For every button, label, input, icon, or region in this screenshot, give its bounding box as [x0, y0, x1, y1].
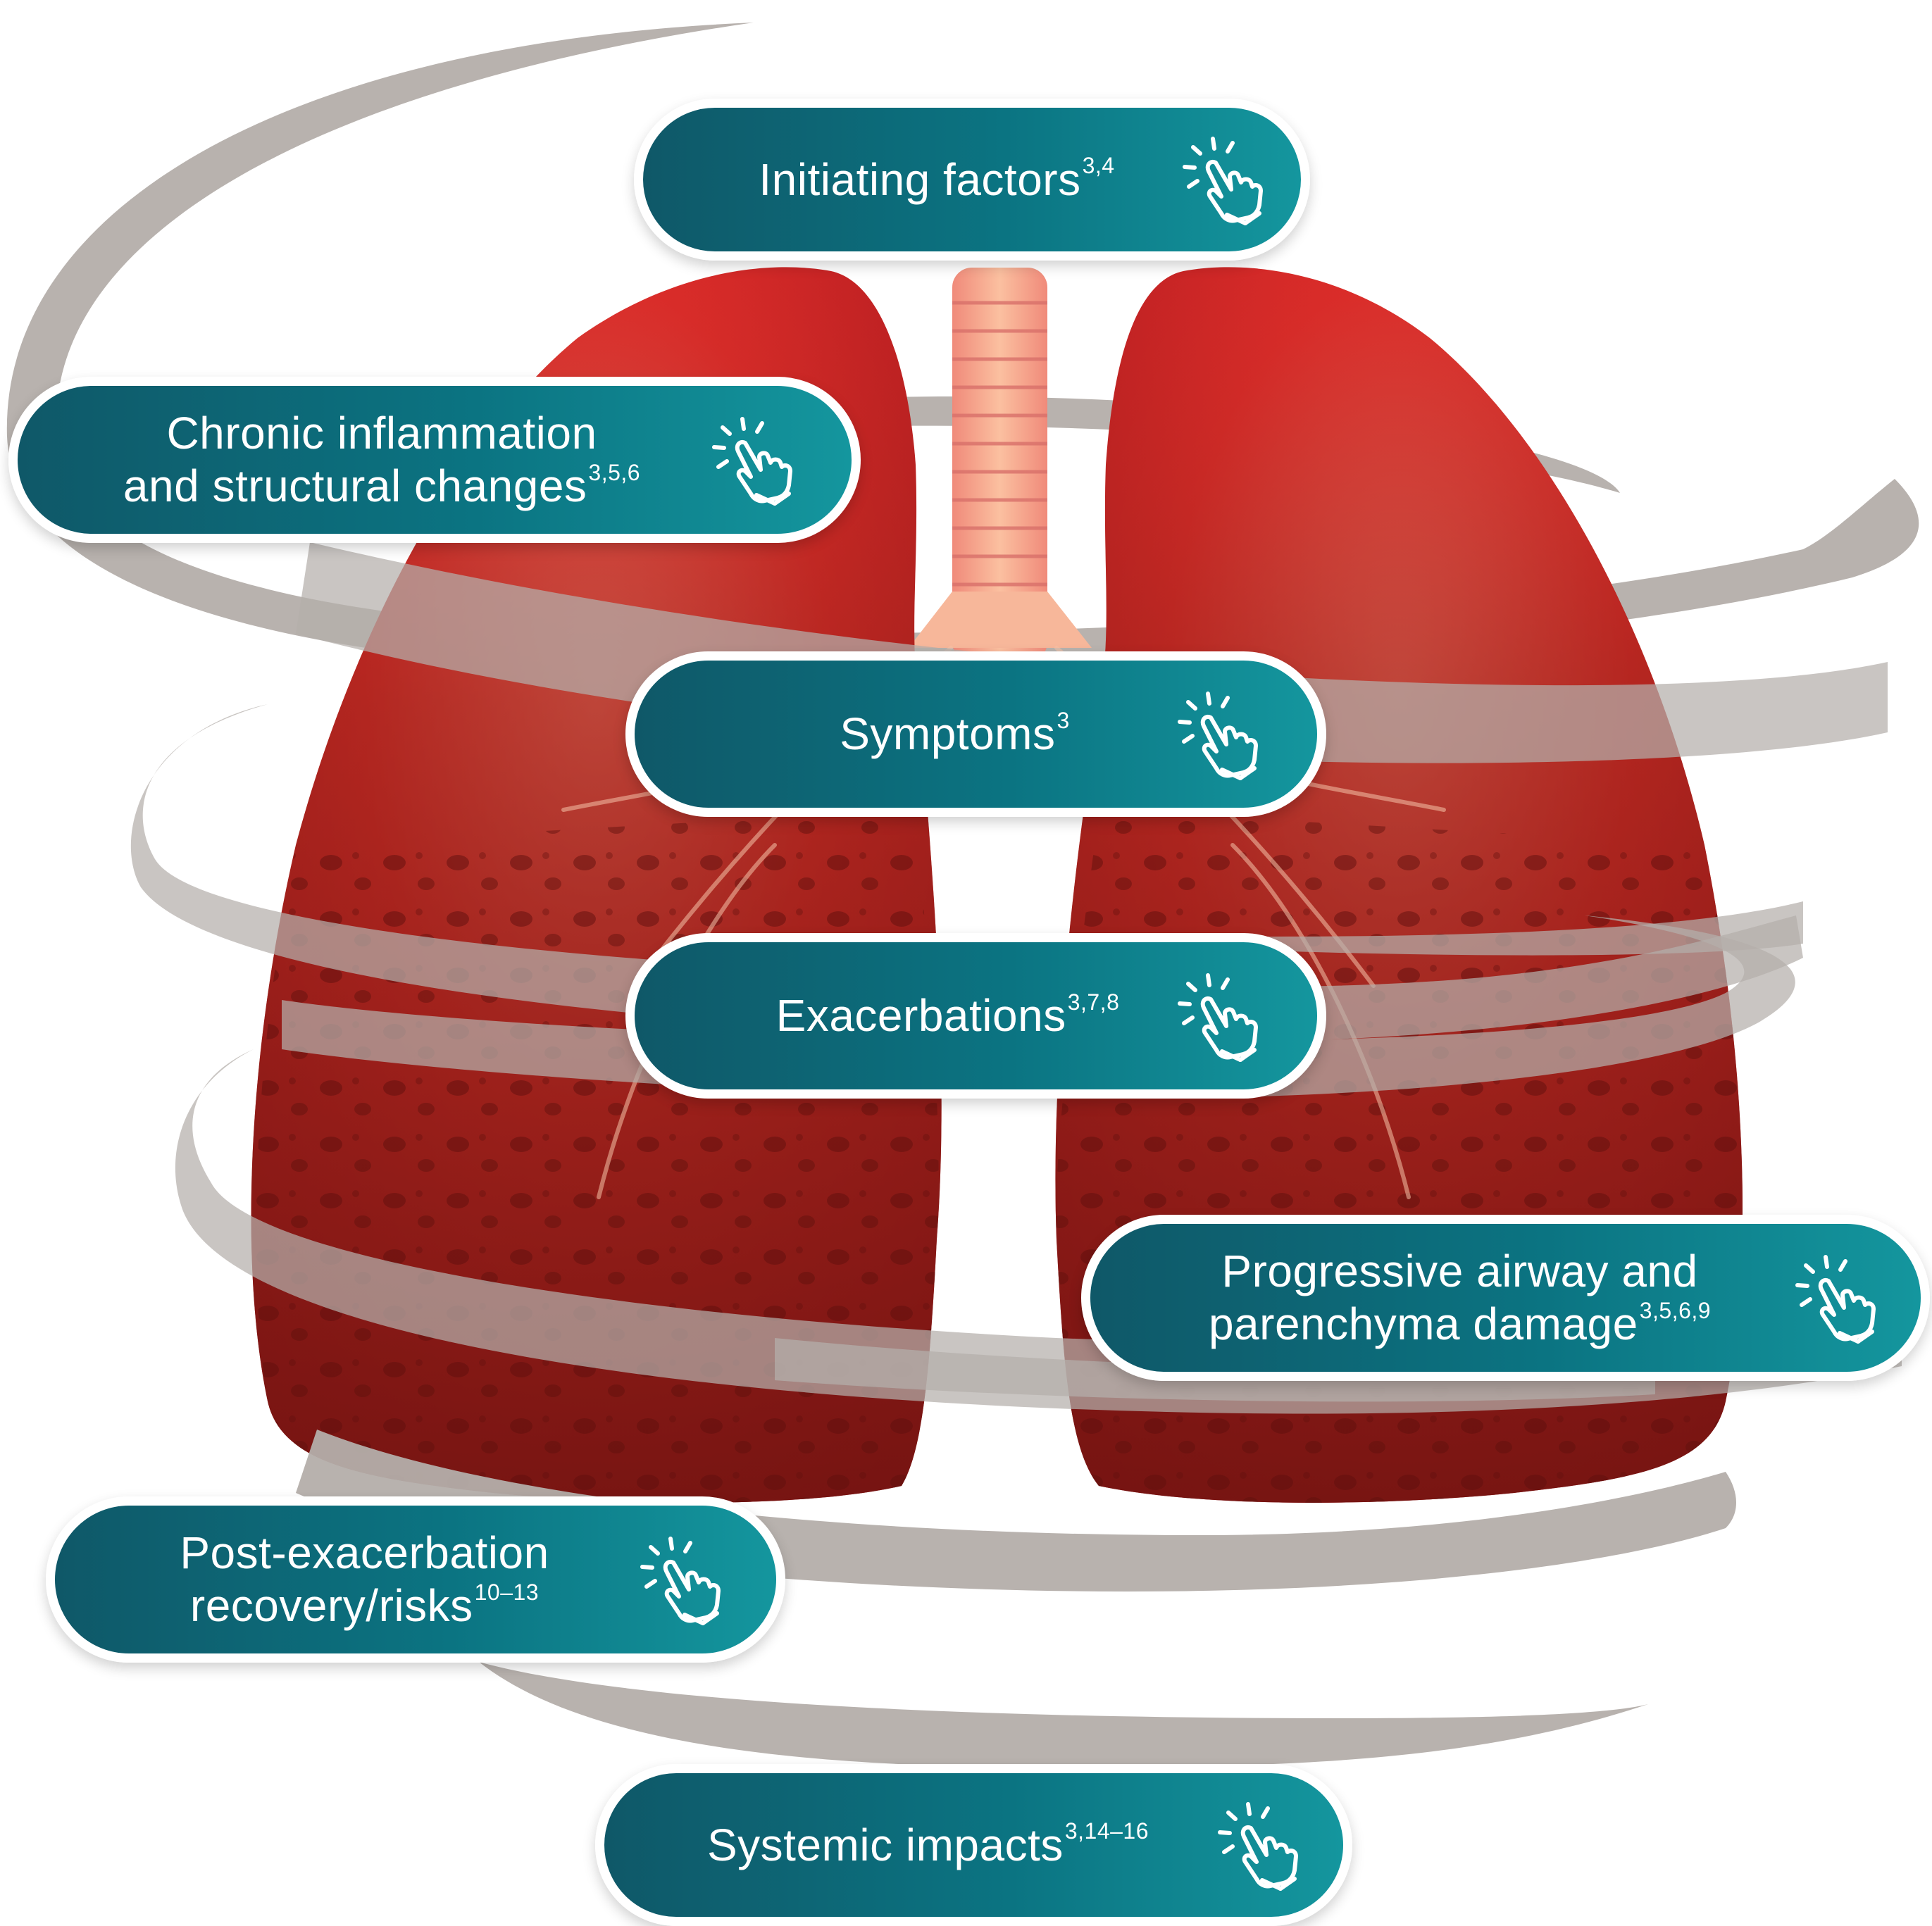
node-label: Symptoms3 [635, 708, 1169, 761]
tap-hand-icon[interactable] [1209, 1792, 1315, 1898]
node-label: Exacerbations3,7,8 [635, 989, 1169, 1042]
node-label: Initiating factors3,4 [643, 154, 1174, 206]
node-exacerbations[interactable]: Exacerbations3,7,8 [625, 933, 1326, 1099]
node-progressive-damage[interactable]: Progressive airway and parenchyma damage… [1081, 1215, 1930, 1381]
node-symptoms[interactable]: Symptoms3 [625, 651, 1326, 817]
node-label: Post-exacerbation recovery/risks10–13 [55, 1527, 632, 1632]
tap-hand-icon[interactable] [632, 1527, 737, 1632]
node-systemic-impacts[interactable]: Systemic impacts3,14–16 [595, 1764, 1352, 1926]
node-label: Progressive airway and parenchyma damage… [1090, 1245, 1787, 1351]
tap-hand-icon[interactable] [1174, 127, 1280, 232]
node-initiating-factors[interactable]: Initiating factors3,4 [634, 99, 1310, 261]
tap-hand-icon[interactable] [1787, 1245, 1893, 1351]
node-label: Chronic inflammation and structural chan… [18, 407, 704, 513]
tap-hand-icon[interactable] [1169, 682, 1275, 787]
tap-hand-icon[interactable] [1169, 963, 1275, 1069]
tap-hand-icon[interactable] [704, 407, 809, 513]
trachea [909, 268, 1092, 662]
node-chronic-inflammation[interactable]: Chronic inflammation and structural chan… [8, 377, 861, 543]
node-post-exacerbation[interactable]: Post-exacerbation recovery/risks10–13 [46, 1496, 785, 1663]
node-label: Systemic impacts3,14–16 [604, 1819, 1209, 1872]
